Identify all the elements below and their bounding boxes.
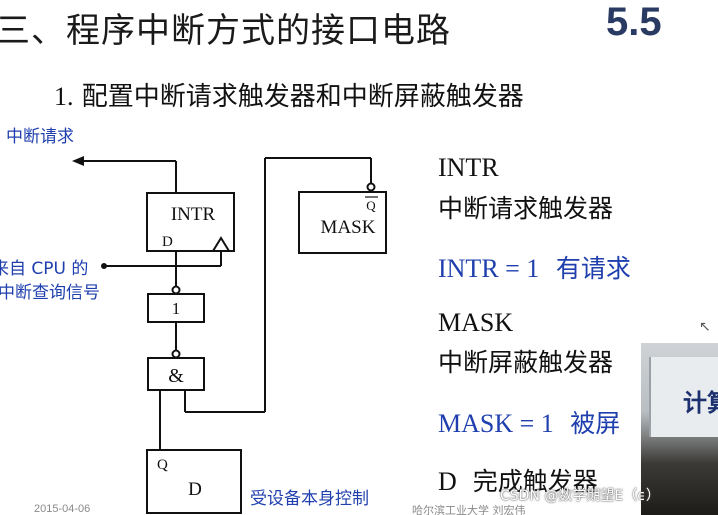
legend-intr-eq: INTR = 1 有请求 [438, 249, 631, 285]
legend-intr-eq-meaning: 有请求 [555, 254, 631, 283]
d-box-q-pin: Q [157, 457, 168, 473]
legend-intr-name: INTR [438, 153, 499, 182]
slide-title: 三、程序中断方式的接口电路 [0, 11, 451, 51]
footer-university: 哈尔滨工业大学 刘宏伟 [412, 504, 526, 515]
legend-intr-desc: 中断请求触发器 [438, 194, 614, 223]
mask-qbar-pin: Q [366, 198, 376, 213]
device-control-note: 受设备本身控制 [250, 489, 369, 509]
video-sign-text: 计算 [683, 389, 718, 417]
and-input-bubble [171, 349, 181, 359]
subtitle-number: 1. [54, 82, 74, 111]
request-arrow [72, 156, 84, 166]
slide-subtitle: 1. 配置中断请求触发器和中断屏蔽触发器 [54, 76, 524, 113]
intr-box-label: INTR [171, 204, 216, 225]
cpu-query-dot [101, 263, 107, 269]
legend-mask-name: MASK [438, 308, 514, 337]
d-flipflop-box [146, 449, 242, 514]
lecture-video-overlay: 计算 [641, 343, 718, 515]
legend-d-text: 完成触发器 [472, 467, 598, 496]
footer-date: 2015-04-06 [34, 503, 91, 515]
not-gate-label: 1 [172, 299, 181, 318]
legend-mask-eq-expr: MASK = 1 [438, 409, 554, 438]
legend-d-desc: D 完成触发器 [438, 462, 598, 498]
mask-flipflop-box [298, 191, 387, 254]
d-box-label: D [188, 479, 202, 500]
legend-mask-eq: MASK = 1 被屏 [438, 404, 620, 440]
and-gate-label: & [168, 365, 184, 387]
intr-d-pin: D [162, 234, 173, 250]
interrupt-request-label: 中断请求 [6, 127, 74, 147]
video-background-panel [649, 357, 718, 437]
cpu-query-label-line2: 中断查询信号 [0, 283, 100, 303]
section-number: 5.5 [606, 0, 662, 44]
legend-d-letter: D [438, 467, 457, 496]
legend-intr-eq-expr: INTR = 1 [438, 254, 540, 283]
intr-flipflop-box [146, 192, 235, 252]
cpu-query-label-line1: 来自 CPU 的 [0, 259, 89, 279]
mouse-cursor-icon: ↖ [699, 319, 711, 335]
mask-box-label: MASK [321, 217, 376, 238]
not-input-bubble [171, 285, 181, 295]
subtitle-text: 配置中断请求触发器和中断屏蔽触发器 [81, 82, 524, 112]
legend-mask-desc: 中断屏蔽触发器 [438, 348, 614, 377]
clock-triangle [212, 236, 230, 252]
legend-mask-eq-meaning: 被屏 [570, 409, 621, 438]
csdn-watermark: CSDN @数学期望E（ϵ） [500, 488, 660, 504]
mask-qbar-bubble [366, 182, 376, 192]
